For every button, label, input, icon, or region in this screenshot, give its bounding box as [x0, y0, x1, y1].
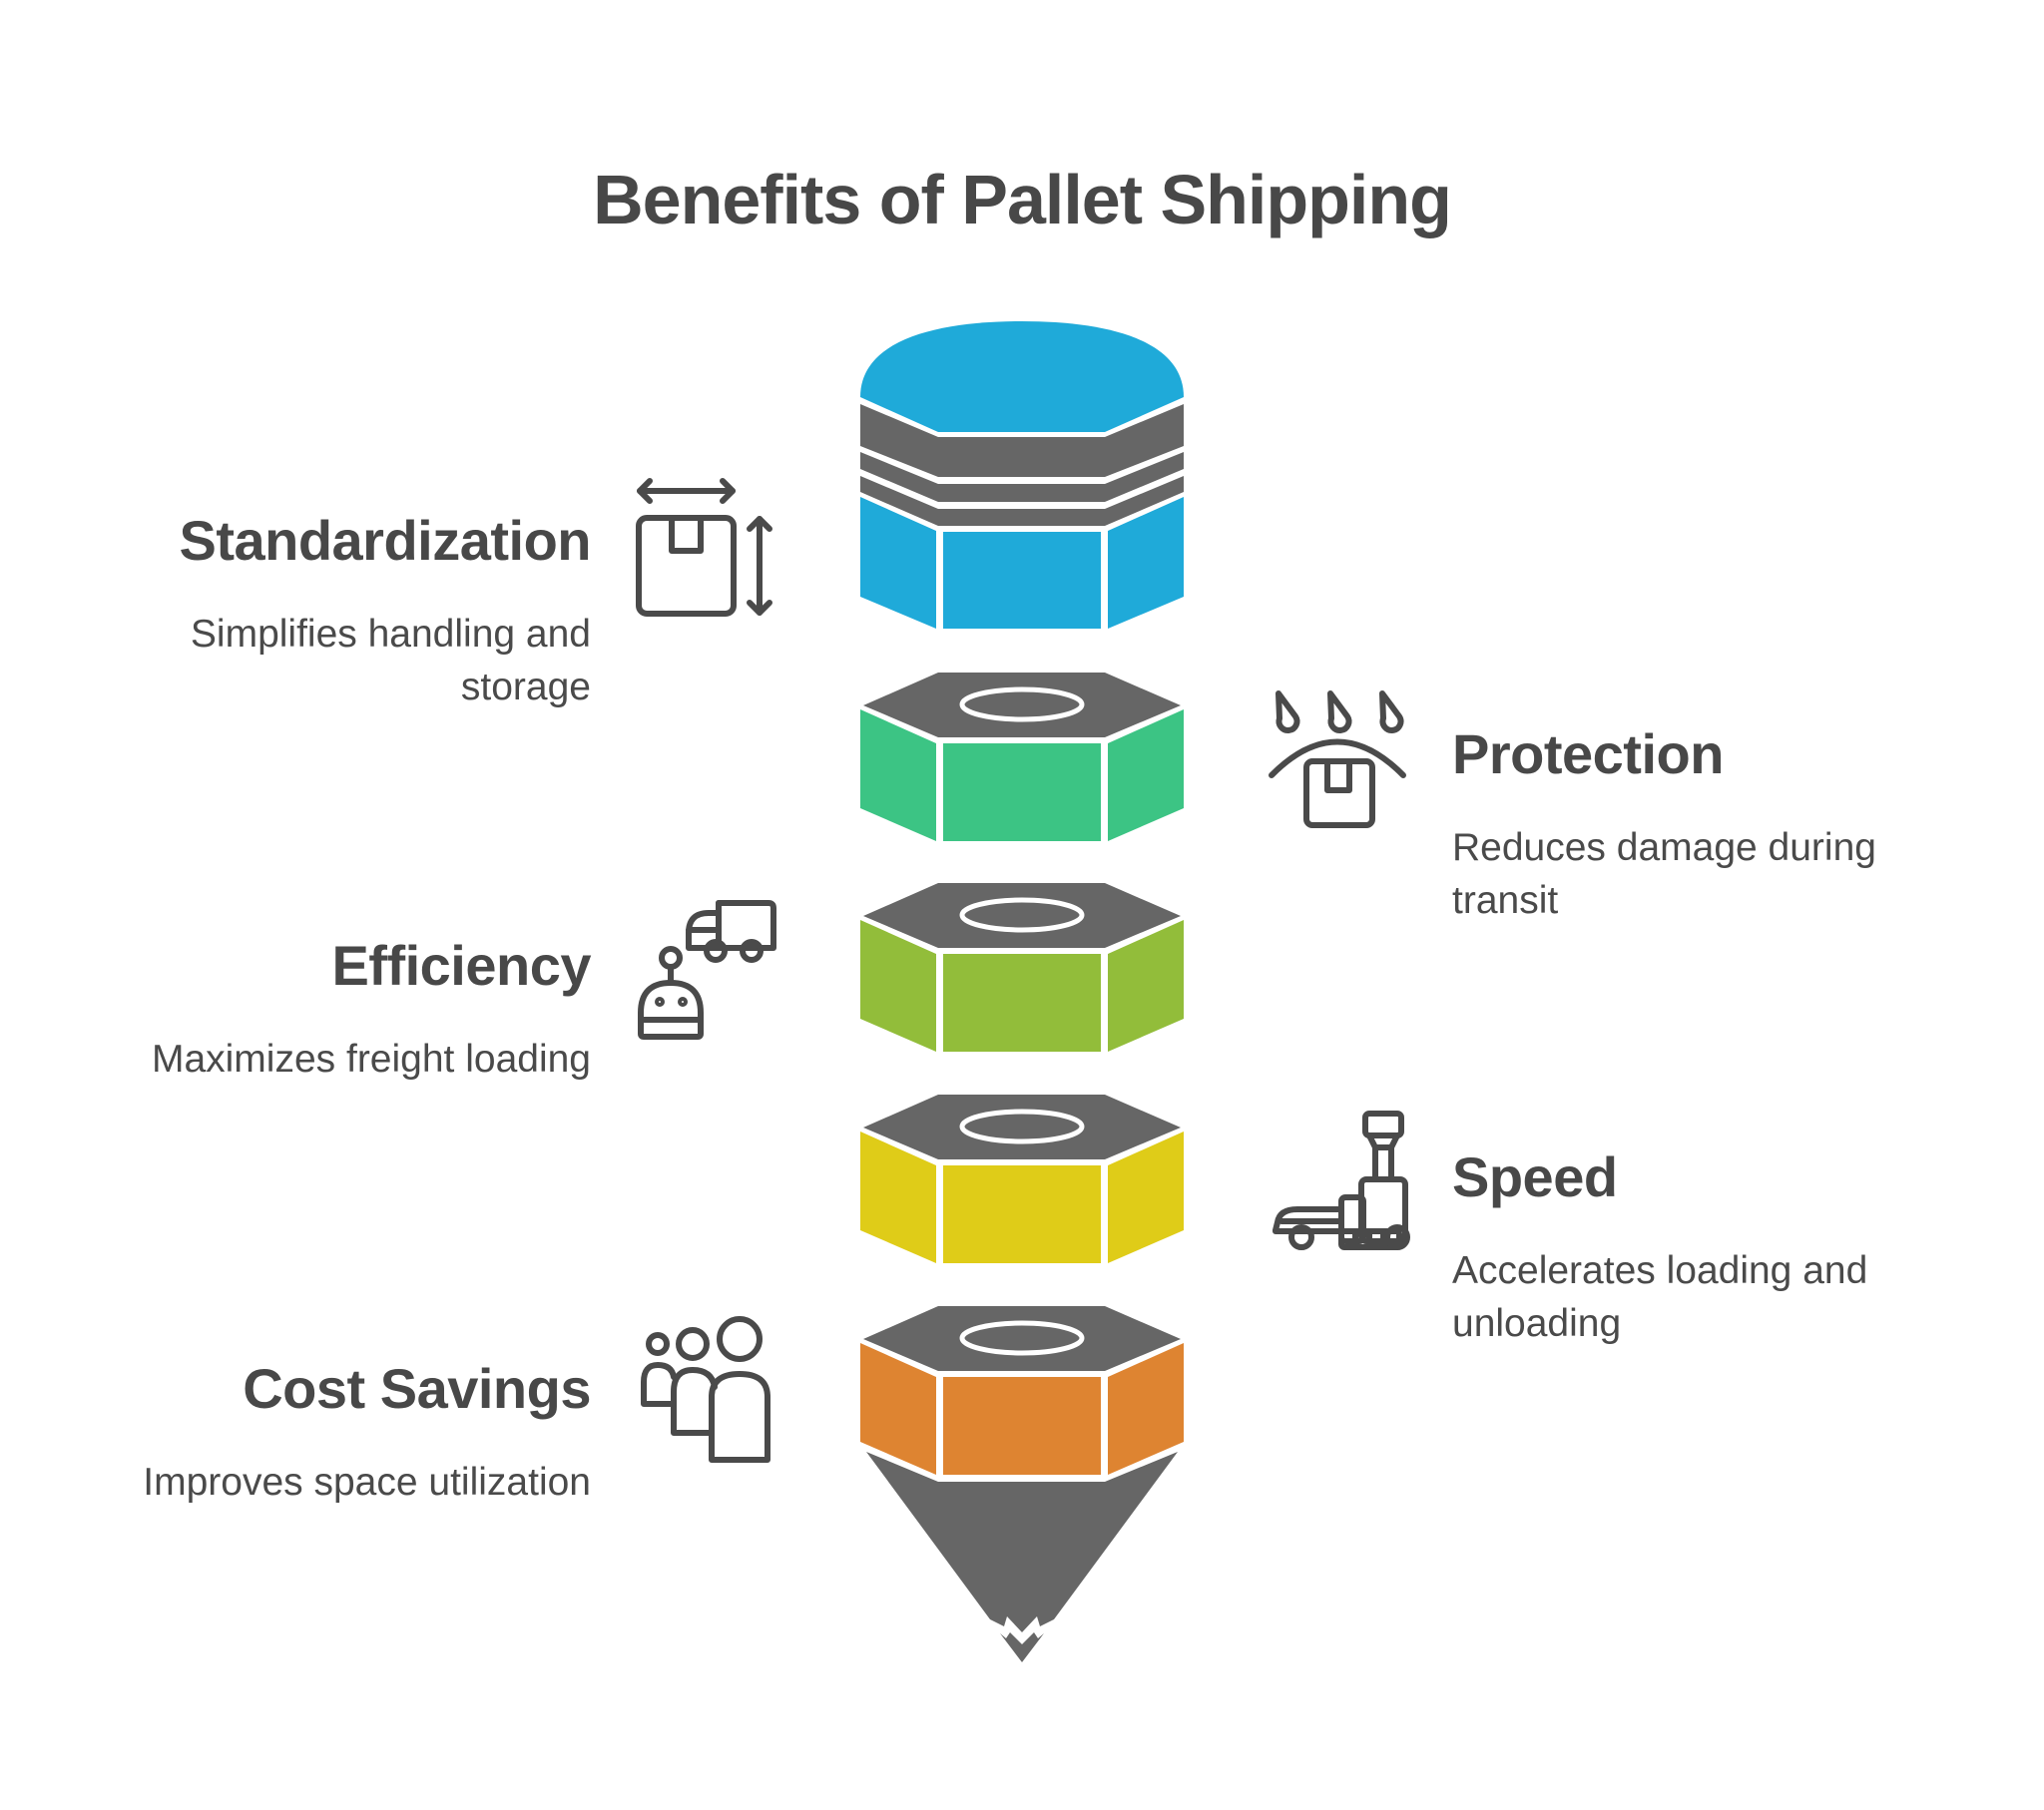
- layer-efficiency: [860, 883, 1184, 1052]
- robot-truck-icon: [638, 900, 776, 1040]
- layer-cost-savings: [860, 1306, 1184, 1475]
- benefit-protection: Protection Reduces damage during transit: [1452, 721, 2011, 927]
- diagram-title: Benefits of Pallet Shipping: [593, 161, 1452, 238]
- umbrella-package-rain-icon: [1269, 690, 1406, 828]
- benefit-heading: Cost Savings: [243, 1357, 591, 1420]
- benefit-description: Maximizes freight loading: [151, 1038, 591, 1081]
- benefit-description: Accelerates loading and unloading: [1452, 1249, 1868, 1345]
- layer-speed: [860, 1095, 1184, 1263]
- stack-tip-cone: [866, 1452, 1178, 1662]
- layer-standardization: [860, 321, 1184, 629]
- benefit-description: Reduces damage during transit: [1452, 826, 1876, 922]
- benefit-description: Simplifies handling and storage: [190, 613, 591, 708]
- benefit-heading: Efficiency: [331, 934, 591, 997]
- benefit-heading: Protection: [1452, 722, 1724, 785]
- benefit-efficiency: Efficiency Maximizes freight loading: [32, 933, 592, 1086]
- layer-protection: [860, 673, 1184, 841]
- pallet-jack-icon: [1273, 1111, 1410, 1250]
- benefit-cost-savings: Cost Savings Improves space utilization: [32, 1356, 591, 1509]
- benefit-standardization: Standardization Simplifies handling and …: [32, 508, 591, 713]
- people-group-icon: [641, 1316, 770, 1463]
- benefit-description: Improves space utilization: [143, 1461, 591, 1504]
- benefit-heading: Standardization: [179, 509, 591, 572]
- benefit-heading: Speed: [1452, 1145, 1618, 1208]
- package-dimensions-icon: [636, 478, 772, 617]
- benefit-speed: Speed Accelerates loading and unloading: [1452, 1144, 2011, 1350]
